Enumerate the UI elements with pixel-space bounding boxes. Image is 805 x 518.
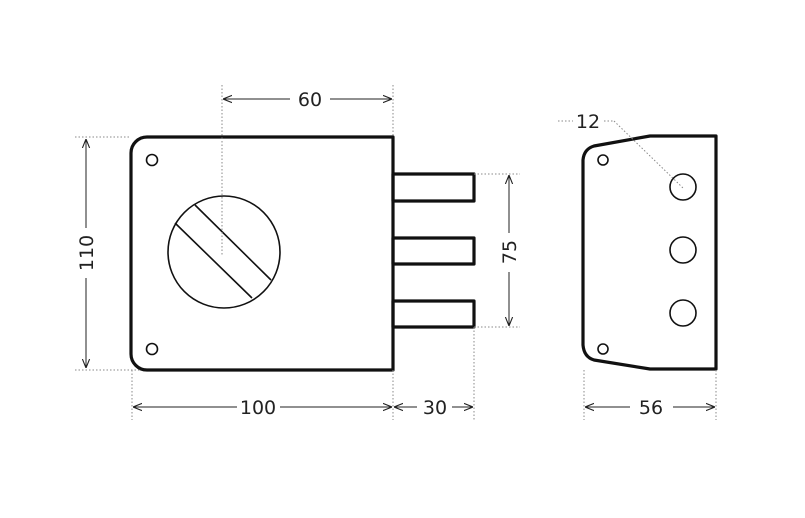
dimension-60: 60 bbox=[223, 89, 392, 111]
bolt-middle bbox=[391, 236, 476, 266]
screw-hole-bottom bbox=[597, 343, 609, 355]
bolt-hole-bottom bbox=[669, 299, 697, 327]
front-view: 60 110 100 30 75 bbox=[75, 85, 521, 420]
dimension-label: 100 bbox=[240, 397, 276, 419]
dimension-100: 100 bbox=[133, 397, 392, 419]
bolt-bottom bbox=[391, 299, 476, 329]
bolt-top bbox=[391, 172, 476, 203]
dimension-label: 110 bbox=[76, 235, 98, 271]
screw-hole-top bbox=[145, 153, 159, 167]
screw-hole-bottom bbox=[145, 342, 159, 356]
dimension-label: 12 bbox=[576, 111, 600, 133]
lock-body-outline bbox=[129, 135, 395, 372]
side-body-outline bbox=[581, 134, 718, 371]
bolt-hole-middle bbox=[669, 236, 697, 264]
screw-hole-top bbox=[597, 154, 609, 166]
side-view: 12 56 bbox=[558, 111, 718, 420]
dimension-label: 60 bbox=[298, 89, 322, 111]
dimension-label: 75 bbox=[499, 240, 521, 264]
dimension-110: 110 bbox=[76, 139, 98, 368]
dimension-label: 30 bbox=[423, 397, 447, 419]
dimension-12: 12 bbox=[558, 111, 684, 189]
dimension-56: 56 bbox=[583, 370, 717, 420]
dimension-label: 56 bbox=[639, 397, 663, 419]
bolt-hole-top bbox=[669, 173, 697, 201]
extension-lines bbox=[75, 85, 520, 420]
dimension-75: 75 bbox=[499, 175, 521, 326]
dimension-30: 30 bbox=[394, 397, 473, 419]
cylinder-icon bbox=[167, 195, 281, 309]
